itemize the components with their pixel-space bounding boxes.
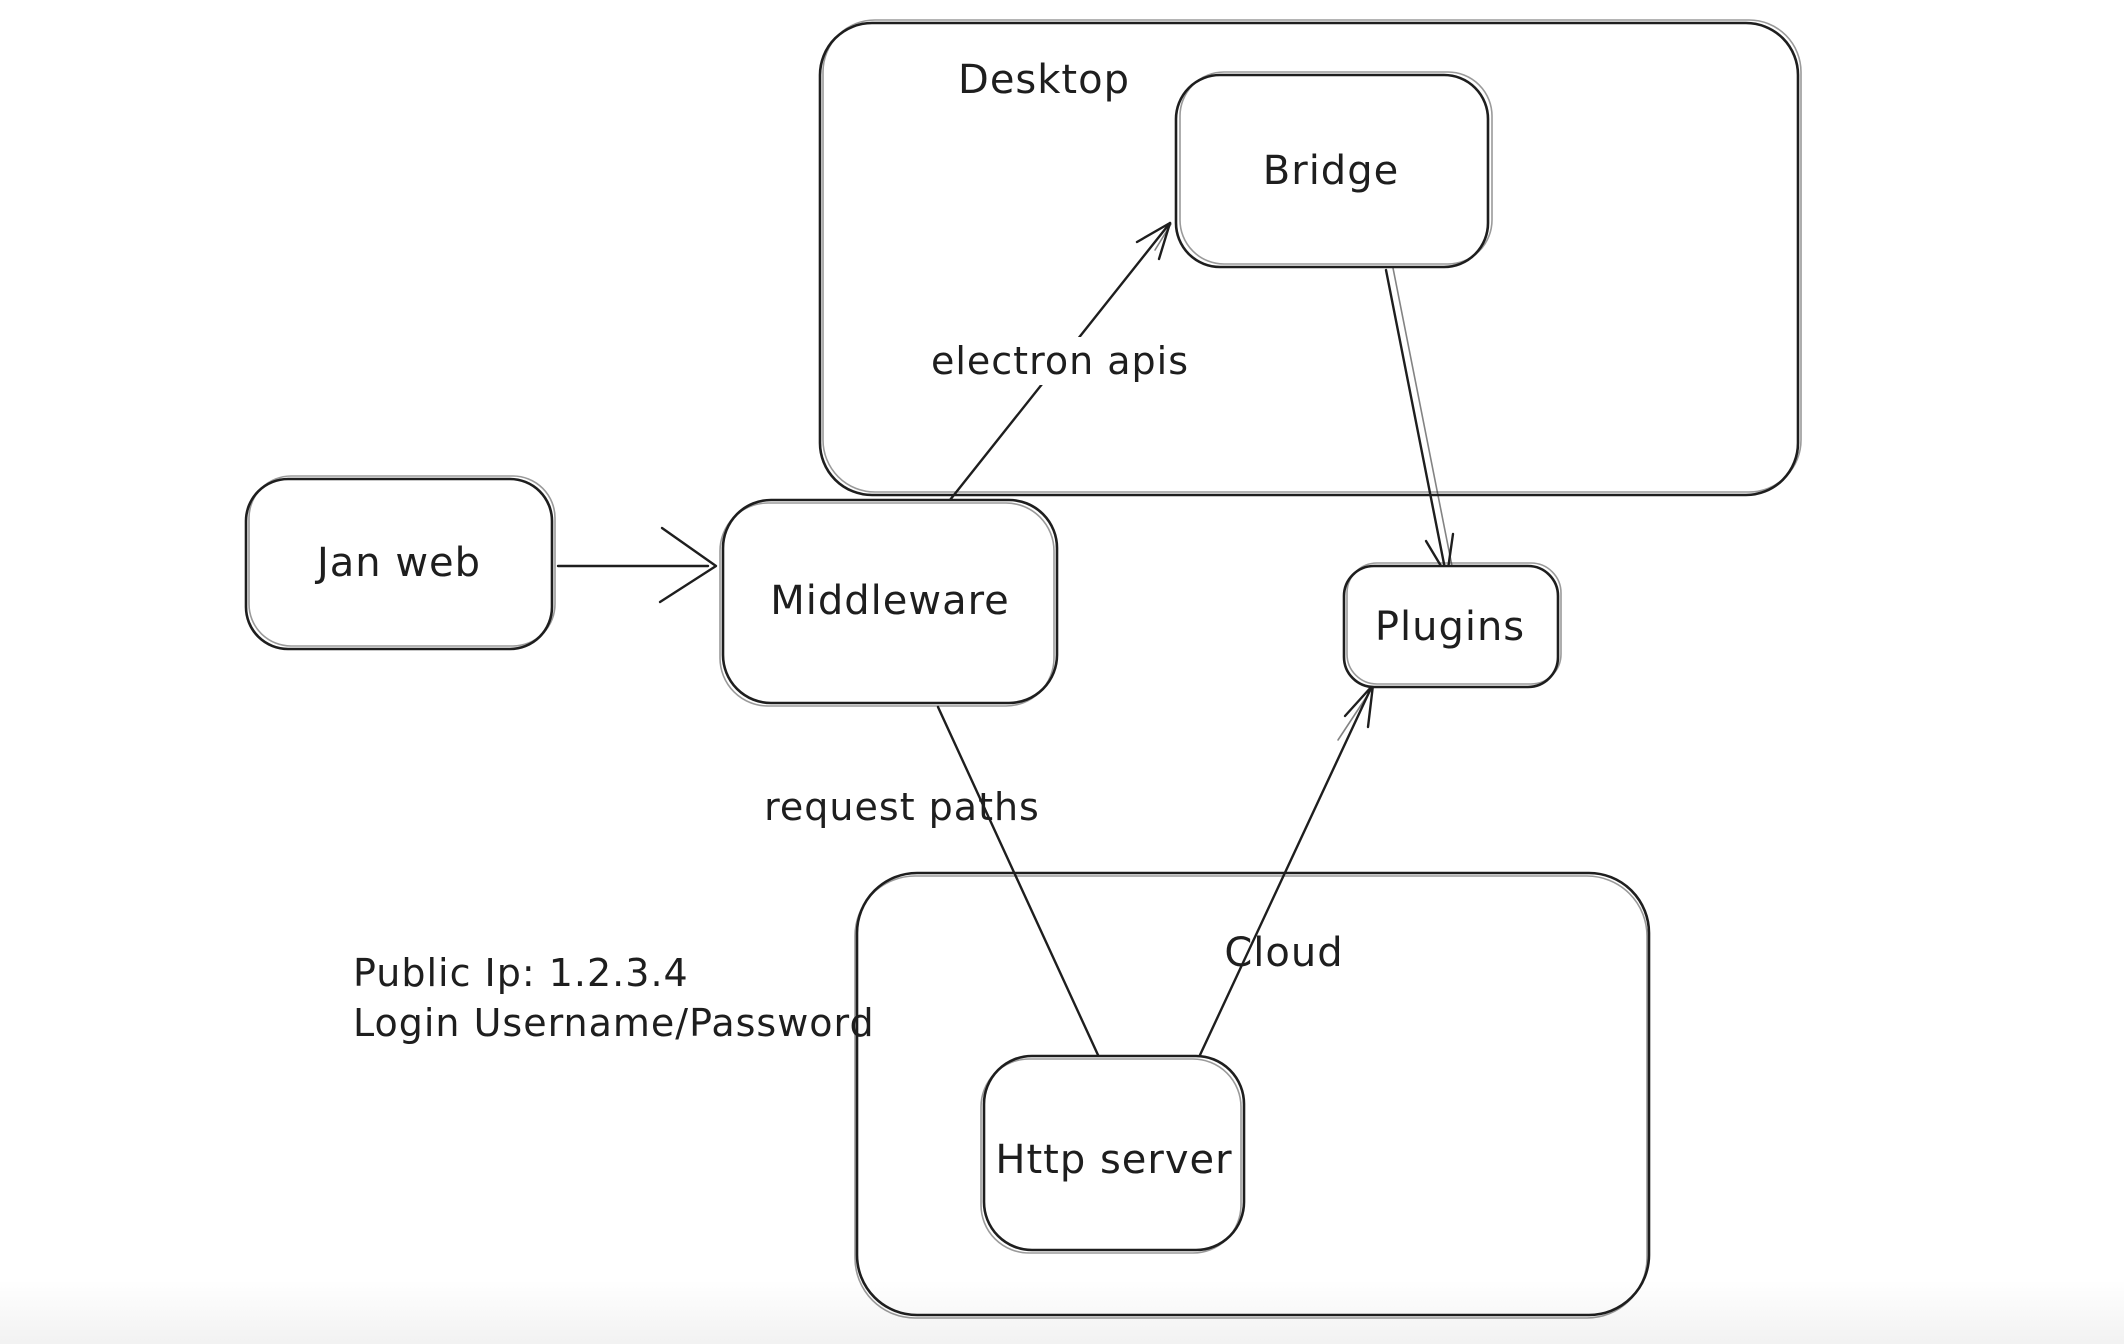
annotation-public-ip: Public Ip: 1.2.3.4 bbox=[353, 951, 689, 995]
node-bridge-label[interactable]: Bridge bbox=[1262, 148, 1400, 194]
edge-label-request-paths[interactable]: request paths bbox=[764, 785, 1040, 829]
node-middleware[interactable] bbox=[721, 498, 1059, 705]
node-plugins-sketch-stroke bbox=[1346, 562, 1562, 685]
edge-middleware-to-bridge-sketch-stroke bbox=[1154, 223, 1172, 251]
annotation-login: Login Username/Password bbox=[353, 1001, 875, 1045]
edge-bridge-to-plugins-sketch-stroke bbox=[1392, 267, 1453, 567]
edge-middleware-to-httpserver[interactable] bbox=[936, 705, 1100, 1057]
node-plugins-label[interactable]: Plugins bbox=[1374, 604, 1526, 650]
edge-middleware-to-httpserver-shaft bbox=[936, 705, 1100, 1057]
node-plugins[interactable] bbox=[1342, 564, 1560, 689]
container-desktop-sketch-stroke bbox=[822, 19, 1802, 493]
edge-bridge-to-plugins[interactable] bbox=[1384, 267, 1455, 578]
node-http-server[interactable] bbox=[982, 1054, 1246, 1252]
node-bridge[interactable] bbox=[1174, 73, 1490, 269]
edge-httpserver-to-plugins-sketch-stroke bbox=[1337, 689, 1372, 741]
container-cloud-sketch-stroke bbox=[854, 875, 1648, 1319]
edge-httpserver-to-plugins[interactable] bbox=[1198, 683, 1375, 1057]
node-http-server-sketch-stroke bbox=[980, 1058, 1242, 1254]
node-jan-web-sketch-stroke bbox=[248, 475, 556, 647]
edge-httpserver-to-plugins-shaft bbox=[1198, 684, 1374, 1057]
node-jan-web[interactable] bbox=[244, 477, 554, 651]
edge-janweb-to-middleware[interactable] bbox=[556, 526, 718, 604]
edge-label-electron-apis[interactable]: electron apis bbox=[918, 337, 1202, 385]
edge-httpserver-to-plugins-arrowhead-icon bbox=[1343, 683, 1375, 729]
container-desktop-label[interactable]: Desktop bbox=[958, 57, 1130, 103]
node-middleware-sketch-stroke bbox=[719, 502, 1055, 707]
node-middleware-label[interactable]: Middleware bbox=[770, 578, 1010, 624]
container-cloud-label[interactable]: Cloud bbox=[1224, 930, 1344, 976]
edge-bridge-to-plugins-shaft bbox=[1384, 268, 1448, 576]
node-jan-web-label[interactable]: Jan web bbox=[316, 540, 482, 586]
container-cloud[interactable] bbox=[855, 871, 1651, 1317]
edge-janweb-to-middleware-arrowhead-icon bbox=[658, 526, 718, 604]
node-bridge-sketch-stroke bbox=[1179, 71, 1493, 265]
container-desktop[interactable] bbox=[818, 21, 1800, 497]
node-http-server-label[interactable]: Http server bbox=[995, 1137, 1233, 1183]
edge-middleware-to-bridge-arrowhead-icon bbox=[1135, 221, 1172, 261]
annotation-credentials[interactable]: Public Ip: 1.2.3.4 Login Username/Passwo… bbox=[353, 948, 875, 1048]
